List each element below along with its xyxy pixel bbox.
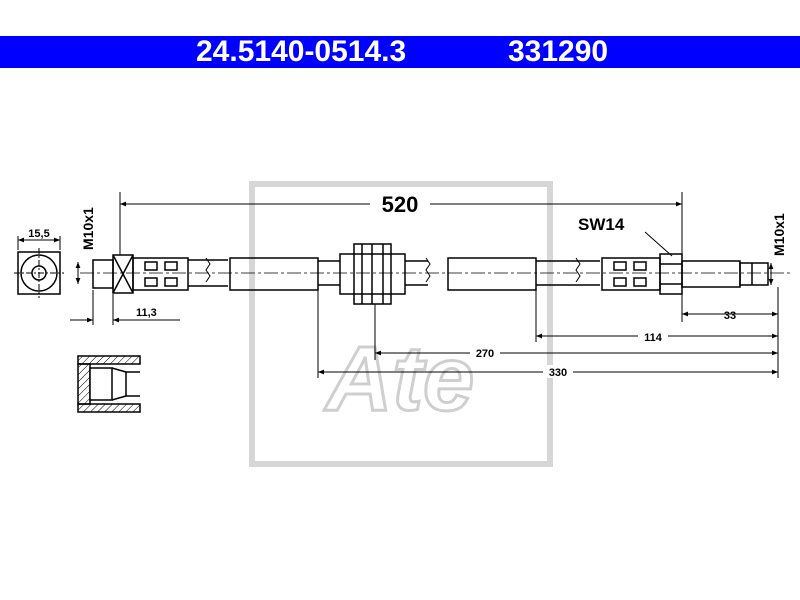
right-fitting-length-label: 33 <box>724 310 736 322</box>
dim-right: 33 114 270 330 <box>317 287 779 379</box>
collar-to-right-label: 270 <box>476 348 494 360</box>
right-fitting <box>601 253 769 295</box>
section-detail <box>77 355 141 413</box>
watermark-text: Ate <box>324 328 474 430</box>
reference-number: 331290 <box>508 35 609 68</box>
dim-520: 520 <box>119 192 683 255</box>
centre-bracket <box>339 243 406 305</box>
thread-left-label: M10x1 <box>80 207 96 250</box>
left-fitting <box>92 254 189 294</box>
hose-body <box>188 257 600 291</box>
end-width-label: 15,5 <box>28 228 49 240</box>
clip-to-right-label: 330 <box>549 367 567 379</box>
dim-11-3: 11,3 <box>70 290 180 325</box>
wrench-size-label: SW14 <box>578 215 625 234</box>
thread-right-label: M10x1 <box>771 213 787 256</box>
total-length-label: 520 <box>382 192 419 217</box>
header-bar: 24.5140-0514.3 331290 <box>0 36 800 68</box>
ate-watermark: Ate <box>249 181 553 467</box>
left-fitting-length-label: 11,3 <box>136 307 157 319</box>
end-view: 15,5 <box>14 228 64 298</box>
part-number: 24.5140-0514.3 <box>196 35 407 68</box>
right-to-collar-label: 114 <box>644 332 663 344</box>
